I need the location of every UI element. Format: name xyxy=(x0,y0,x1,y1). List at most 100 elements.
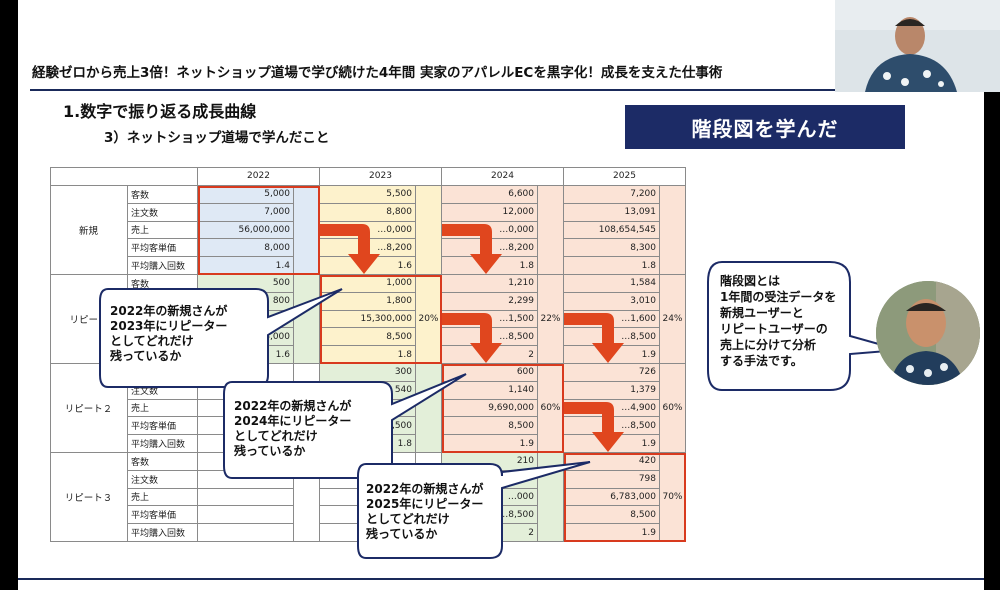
data-cell-new-2023: 5,500 xyxy=(320,186,416,204)
rate-cell-repeat1-2023: 20% xyxy=(416,275,442,364)
definition-callout-text: 階段図とは 1年間の受注データを 新規ユーザーと リピートユーザーの 売上に分け… xyxy=(720,274,837,368)
data-cell-repeat1-2023: 1,000 xyxy=(320,275,416,293)
metric-label: 平均客単価 xyxy=(128,417,198,436)
rate-cell-repeat1-2025: 24% xyxy=(660,275,686,364)
rate-cell-repeat2-2025: 60% xyxy=(660,364,686,453)
data-cell-repeat1-2023: 15,300,000 xyxy=(320,310,416,329)
data-cell-repeat2-2022 xyxy=(198,381,294,400)
metric-label: 客数 xyxy=(128,186,198,204)
data-cell-repeat2-2023: 540 xyxy=(320,381,416,400)
metric-label: 注文数 xyxy=(128,470,198,489)
data-cell-new-2025: 108,654,545 xyxy=(564,221,660,240)
metric-label: 平均購入回数 xyxy=(128,257,198,275)
metric-label: 注文数 xyxy=(128,381,198,400)
metric-label: 売上 xyxy=(128,399,198,418)
subsection-heading: 3）ネットショップ道場で学んだこと xyxy=(104,130,330,146)
rate-cell-repeat1-2022 xyxy=(294,275,320,364)
footer-divider xyxy=(18,578,984,580)
data-cell-repeat2-2023: 300 xyxy=(320,364,416,382)
data-cell-repeat2-2025: 726 xyxy=(564,364,660,382)
metric-label: 客数 xyxy=(128,275,198,293)
data-cell-new-2024: 6,600 xyxy=(442,186,538,204)
group-label-repeat2: リピート２ xyxy=(50,364,128,453)
data-cell-repeat1-2025: 3,010 xyxy=(564,292,660,311)
metric-label: 平均客単価 xyxy=(128,506,198,525)
table-corner-header xyxy=(50,167,198,186)
data-cell-new-2022: 7,000 xyxy=(198,203,294,222)
data-cell-repeat1-2025: …1,600 xyxy=(564,310,660,329)
data-cell-repeat3-2025: 798 xyxy=(564,470,660,489)
metric-label: 平均購入回数 xyxy=(128,524,198,542)
year-header-2024: 2024 xyxy=(442,167,564,186)
data-cell-repeat2-2025: …4,900 xyxy=(564,399,660,418)
rate-cell-new-2025 xyxy=(660,186,686,275)
metric-label: 客数 xyxy=(128,364,198,382)
data-cell-new-2024: 1.8 xyxy=(442,257,538,275)
data-cell-repeat2-2024: 9,690,000 xyxy=(442,399,538,418)
data-cell-new-2025: 8,300 xyxy=(564,239,660,258)
data-cell-new-2022: 8,000 xyxy=(198,239,294,258)
data-cell-new-2025: 7,200 xyxy=(564,186,660,204)
metric-label: 客数 xyxy=(128,453,198,471)
data-cell-repeat2-2024: 600 xyxy=(442,364,538,382)
callout-text-2025: 2022年の新規さんが 2025年にリピーター としてどれだけ 残っているか xyxy=(366,482,484,541)
data-cell-repeat1-2024: …8,500 xyxy=(442,328,538,347)
data-cell-repeat1-2023: 1.8 xyxy=(320,346,416,364)
callout-text-2023: 2022年の新規さんが 2023年にリピーター としてどれだけ 残っているか xyxy=(110,304,228,363)
data-cell-repeat1-2024: 2 xyxy=(442,346,538,364)
rate-cell-new-2023 xyxy=(416,186,442,275)
rate-cell-repeat3-2025: 70% xyxy=(660,453,686,542)
data-cell-new-2024: …8,200 xyxy=(442,239,538,258)
data-cell-repeat1-2024: …1,500 xyxy=(442,310,538,329)
data-cell-new-2024: 12,000 xyxy=(442,203,538,222)
data-cell-repeat3-2025: 1.9 xyxy=(564,524,660,542)
data-cell-repeat1-2023: 1,800 xyxy=(320,292,416,311)
metric-label: 売上 xyxy=(128,221,198,240)
data-cell-repeat3-2025: 8,500 xyxy=(564,506,660,525)
data-cell-new-2024: …0,000 xyxy=(442,221,538,240)
webcam-thumbnail xyxy=(835,0,1000,92)
topic-label-box: 階段図を学んだ xyxy=(625,105,905,149)
data-cell-new-2022: 56,000,000 xyxy=(198,221,294,240)
data-cell-repeat2-2024: 8,500 xyxy=(442,417,538,436)
data-cell-new-2025: 13,091 xyxy=(564,203,660,222)
rate-cell-repeat2-2024: 60% xyxy=(538,364,564,453)
data-cell-repeat2-2024: 1,140 xyxy=(442,381,538,400)
rate-cell-repeat3-2022 xyxy=(294,453,320,542)
title-divider xyxy=(30,89,984,91)
data-cell-new-2023: 8,800 xyxy=(320,203,416,222)
year-header-2022: 2022 xyxy=(198,167,320,186)
data-cell-repeat2-2025: 1,379 xyxy=(564,381,660,400)
data-cell-repeat3-2025: 6,783,000 xyxy=(564,488,660,507)
data-cell-repeat3-2025: 420 xyxy=(564,453,660,471)
metric-label: 平均購入回数 xyxy=(128,435,198,453)
data-cell-repeat2-2024: 1.9 xyxy=(442,435,538,453)
data-cell-repeat2-2025: …8,500 xyxy=(564,417,660,436)
data-cell-repeat3-2022 xyxy=(198,506,294,525)
data-cell-repeat2-2022 xyxy=(198,364,294,382)
rate-cell-new-2024 xyxy=(538,186,564,275)
data-cell-repeat3-2024: 210 xyxy=(442,453,538,471)
data-cell-repeat1-2023: 8,500 xyxy=(320,328,416,347)
year-header-2025: 2025 xyxy=(564,167,686,186)
section-heading: 1.数字で振り返る成長曲線 xyxy=(63,102,257,121)
data-cell-repeat3-2022 xyxy=(198,488,294,507)
data-cell-new-2023: …8,200 xyxy=(320,239,416,258)
metric-label: 注文数 xyxy=(128,203,198,222)
data-cell-repeat1-2024: 2,299 xyxy=(442,292,538,311)
rate-cell-repeat3-2024 xyxy=(538,453,564,542)
metric-label: 平均客単価 xyxy=(128,239,198,258)
data-cell-repeat3-2022 xyxy=(198,524,294,542)
data-cell-repeat1-2025: 1,584 xyxy=(564,275,660,293)
group-label-new: 新規 xyxy=(50,186,128,275)
metric-label: 売上 xyxy=(128,488,198,507)
data-cell-repeat1-2024: 1,210 xyxy=(442,275,538,293)
data-cell-new-2025: 1.8 xyxy=(564,257,660,275)
group-label-repeat3: リピート３ xyxy=(50,453,128,542)
year-header-2023: 2023 xyxy=(320,167,442,186)
data-cell-repeat2-2025: 1.9 xyxy=(564,435,660,453)
slide-top-margin xyxy=(18,0,984,50)
data-cell-repeat1-2025: 1.9 xyxy=(564,346,660,364)
data-cell-repeat1-2022: 500 xyxy=(198,275,294,293)
rate-cell-repeat1-2024: 22% xyxy=(538,275,564,364)
